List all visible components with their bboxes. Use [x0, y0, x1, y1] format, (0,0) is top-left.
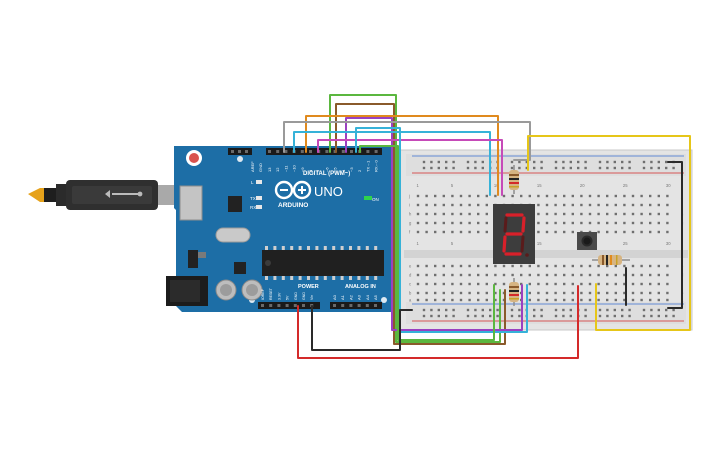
bb-row-letter: i: [409, 203, 410, 208]
power-pin-label: 3.3V: [277, 292, 281, 300]
wire-cyan-2: [355, 127, 528, 333]
wire-black-2: [667, 161, 683, 309]
analog-pin-label: A3: [357, 294, 362, 300]
on-label: ON: [372, 197, 379, 202]
wire-magenta: [317, 139, 503, 196]
digital-pin-label: RX←0: [374, 159, 379, 172]
wire-black-1: [311, 305, 413, 351]
analog-pin-label: A5: [373, 294, 378, 300]
analog-pin-label: A4: [365, 294, 370, 300]
digital-header-label: DIGITAL (PWM~): [303, 171, 350, 177]
tx-label: TX: [250, 196, 256, 201]
wire-purple: [345, 117, 523, 331]
wire-gray: [283, 121, 531, 161]
analog-label: ANALOG IN: [345, 284, 376, 290]
power-pin-label: GND: [294, 292, 298, 300]
power-pin-label: Vin: [310, 295, 314, 300]
arduino-brand: ARDUINO: [278, 202, 308, 209]
l-label: L: [251, 180, 254, 185]
power-pin-label: GND: [302, 292, 306, 300]
power-pin-label: RESET: [269, 287, 273, 300]
bb-row-letter: c: [409, 282, 411, 287]
rx-label: RX: [250, 205, 256, 210]
aref-label: AREF: [250, 161, 255, 172]
pushbutton[interactable]: [577, 232, 597, 250]
bb-row-letter: a: [409, 298, 412, 303]
digital-pin-label: 7: [316, 169, 321, 172]
bb-col-number: 30: [666, 183, 671, 188]
bb-col-number: 1: [417, 241, 420, 246]
power-header: [258, 302, 320, 309]
arduino-logo: [274, 180, 312, 200]
bb-row-letter: b: [409, 291, 412, 296]
usb-icon: [105, 190, 143, 198]
usb-cable: [28, 180, 199, 210]
bb-row-letter: g: [409, 221, 412, 226]
arduino-board: ARDUINO UNO DIGITAL (PWM~) POWER ANALOG …: [166, 146, 400, 312]
gnd-label: GND: [258, 163, 263, 172]
digital-header: [266, 148, 382, 155]
digital-pin-label: ~10: [292, 164, 297, 172]
digital-pin-label: ~6: [324, 167, 329, 172]
bb-row-letter: j: [408, 194, 410, 199]
resistor-bottom: [509, 278, 519, 306]
seven-segment-display: [493, 204, 535, 264]
digital-pin-label: 12: [275, 167, 280, 172]
arduino-model: UNO: [314, 184, 343, 199]
bb-row-letter: f: [409, 230, 411, 235]
wires: [283, 94, 691, 359]
bb-col-number: 15: [537, 241, 542, 246]
power-pin-label: 5V: [286, 295, 290, 300]
bb-col-number: 15: [537, 183, 542, 188]
digital-pin-label: 8: [308, 169, 313, 172]
analog-header: [330, 302, 382, 309]
wire-cyan-1: [293, 131, 491, 196]
wire-green-2: [359, 145, 495, 341]
wire-orange: [305, 115, 499, 196]
digital-pin-label: 4: [341, 169, 346, 172]
power-label: POWER: [298, 284, 319, 290]
bb-row-letter: d: [409, 273, 412, 278]
bb-col-number: 10: [494, 183, 499, 188]
digital-pin-label: ~5: [333, 167, 338, 172]
digital-pin-label: 2: [357, 169, 362, 172]
digital-pin-label: 13: [267, 167, 272, 172]
resistor-pulldown: [592, 255, 630, 265]
analog-pin-label: A1: [340, 294, 345, 300]
wire-brown: [335, 103, 506, 345]
wire-green-1: [329, 94, 501, 343]
digital-pin-label: TX→1: [365, 160, 370, 172]
digital-pin-label: ~11: [283, 165, 288, 172]
analog-pin-label: A0: [332, 294, 337, 300]
microcontroller-chip: [262, 250, 384, 276]
wire-yellow: [527, 135, 691, 331]
analog-pin-label: A2: [348, 294, 353, 300]
bb-col-number: 5: [451, 183, 454, 188]
digital-pin-label: ~9: [300, 167, 305, 172]
bb-col-number: 5: [451, 241, 454, 246]
power-pin-label: IOREF: [261, 288, 265, 300]
resistor-top: [509, 165, 519, 194]
bb-col-number: 25: [623, 241, 628, 246]
bb-col-number: 25: [623, 183, 628, 188]
bb-col-number: 30: [666, 241, 671, 246]
digital-pin-label: ~3: [349, 167, 354, 172]
bb-col-number: 1: [417, 183, 420, 188]
bb-row-letter: e: [409, 264, 412, 269]
bb-row-letter: h: [409, 212, 412, 217]
wire-red: [297, 285, 579, 359]
bb-col-number: 20: [580, 183, 585, 188]
